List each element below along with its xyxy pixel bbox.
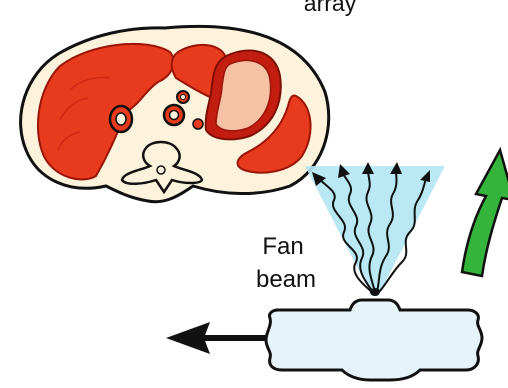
fan-beam-label-line1: Fan (262, 233, 303, 260)
vessel-small-lumen (181, 95, 186, 100)
fan-beam-label-line2: beam (256, 266, 316, 293)
left-arrow-head (166, 322, 210, 354)
green-arrow-body (462, 150, 508, 276)
spinal-canal (157, 166, 165, 174)
vessel-left-lumen (116, 113, 126, 125)
vessel-right (193, 119, 203, 129)
x-ray-tube (266, 300, 482, 380)
curved-green-arrow-icon (462, 150, 508, 276)
beam-focus (370, 288, 380, 296)
body-cross-section (21, 26, 329, 201)
left-arrow-icon (166, 322, 266, 354)
vessel-aorta-lumen (170, 111, 179, 120)
detector-array-label: array (304, 0, 357, 16)
